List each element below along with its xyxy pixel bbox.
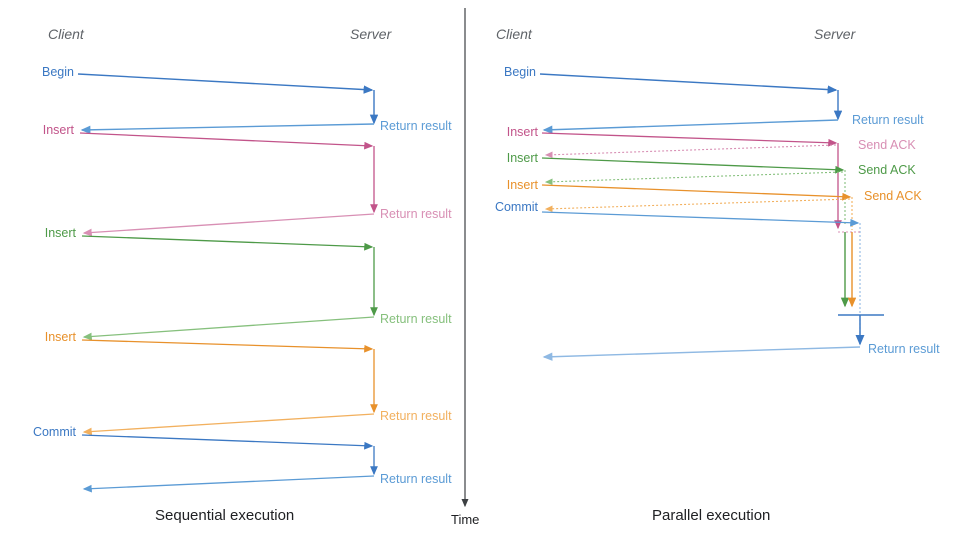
sequential-client-label-commit: Commit [32, 425, 76, 439]
sequential-server-label-return-2: Return result [380, 207, 452, 221]
sequential-role-server: Server [350, 26, 392, 42]
parallel-client-label-insert-3: Insert [506, 178, 538, 192]
parallel-role-client: Client [496, 26, 532, 42]
parallel-client-label-commit: Commit [494, 200, 538, 214]
time-axis-label: Time [451, 512, 480, 527]
parallel-server-label-return-1: Return result [852, 113, 924, 127]
parallel-server-label-ack-1: Send ACK [858, 138, 916, 152]
parallel-server-label-ack-3: Send ACK [864, 189, 922, 203]
sequential-client-label-insert-2: Insert [44, 226, 76, 240]
parallel-role-server: Server [814, 26, 856, 42]
parallel-server-label-return-2: Return result [868, 342, 940, 356]
sequential-server-label-return-3: Return result [380, 312, 452, 326]
parallel-client-label-insert-2: Insert [506, 151, 538, 165]
sequential-client-label-begin: Begin [42, 65, 74, 79]
sequential-server-label-return-5: Return result [380, 472, 452, 486]
parallel-client-label-insert-1: Insert [506, 125, 538, 139]
sequential-client-label-insert-3: Insert [44, 330, 76, 344]
parallel-client-label-begin: Begin [504, 65, 536, 79]
sequential-server-label-return-4: Return result [380, 409, 452, 423]
parallel-server-label-ack-2: Send ACK [858, 163, 916, 177]
sequential-client-label-insert-1: Insert [42, 123, 74, 137]
parallel-messages [539, 73, 884, 361]
parallel-caption: Parallel execution [652, 507, 771, 524]
sequential-messages [77, 73, 379, 493]
sequential-caption: Sequential execution [155, 507, 295, 524]
sequential-server-label-return-1: Return result [380, 119, 452, 133]
sequential-role-client: Client [48, 26, 84, 42]
